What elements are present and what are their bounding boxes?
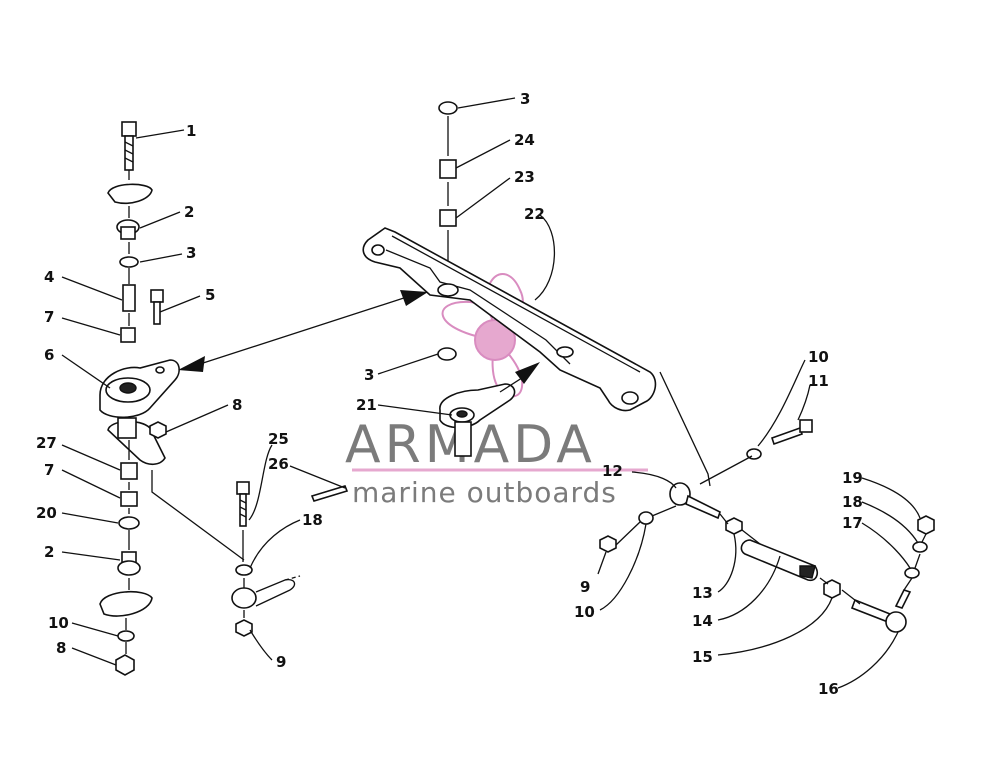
callout-4: 4: [44, 268, 54, 286]
callout-10: 10: [574, 603, 595, 621]
mount-part-6: [99, 359, 180, 466]
spacer-part-23: [439, 209, 457, 227]
callout-7: 7: [44, 461, 54, 479]
callout-18: 18: [302, 511, 323, 529]
callout-25: 25: [268, 430, 289, 448]
bushing-part-7-top: [120, 327, 136, 343]
washer-part-3-left: [119, 256, 139, 268]
washer-part-10-left: [117, 630, 135, 642]
lower-link-assembly: [151, 470, 349, 637]
callout-8: 8: [56, 639, 66, 657]
plate-top: [107, 183, 153, 205]
left-mount-assembly: [99, 121, 180, 676]
callout-16: 16: [818, 680, 839, 698]
callout-6: 6: [44, 346, 54, 364]
callout-23: 23: [514, 168, 535, 186]
callout-11: 11: [808, 372, 829, 390]
nut-part-8-upper: [149, 421, 167, 439]
callout-labels: 1 2 3 4 5 7 6 8 27 7 20 2 10 8 25 26 18 …: [36, 90, 863, 698]
washer-part-20: [118, 516, 140, 530]
mount-part-21: [439, 383, 516, 457]
callout-27: 27: [36, 434, 57, 452]
callout-7: 7: [44, 308, 54, 326]
callout-10: 10: [48, 614, 69, 632]
leader-lines: [61, 97, 921, 689]
callout-3: 3: [364, 366, 374, 384]
washer-part-10-right-low: [638, 511, 654, 525]
bolt-part-11: [770, 419, 813, 446]
steering-arm-assembly: [178, 101, 657, 457]
nut-part-8-lower: [115, 654, 135, 676]
callout-2: 2: [44, 543, 54, 561]
callout-22: 22: [524, 205, 545, 223]
callout-5: 5: [205, 286, 215, 304]
nut-part-15: [823, 579, 841, 599]
sleeve-part-4: [122, 284, 136, 312]
fitting-part-2-top: [116, 219, 140, 240]
callout-21: 21: [356, 396, 377, 414]
spacer-part-24: [439, 159, 457, 179]
nut-part-13: [725, 517, 743, 535]
bushing-part-27: [120, 462, 138, 480]
callout-2: 2: [184, 203, 194, 221]
callout-18: 18: [842, 493, 863, 511]
washer-part-3-top: [438, 101, 458, 115]
fitting-part-2-lower: [117, 551, 141, 576]
arrow-arm-to-left-mount: [178, 290, 428, 372]
washer-part-18-lower: [235, 564, 253, 576]
callout-19: 19: [842, 469, 863, 487]
bolt-part-25: [236, 481, 250, 527]
callout-10: 10: [808, 348, 829, 366]
callout-13: 13: [692, 584, 713, 602]
callout-15: 15: [692, 648, 713, 666]
washer-part-17: [904, 567, 920, 579]
callout-24: 24: [514, 131, 535, 149]
plate-lower: [99, 590, 153, 617]
callout-3: 3: [520, 90, 530, 108]
cotter-pin-part-26: [310, 485, 349, 502]
callout-8: 8: [232, 396, 242, 414]
washer-part-18-right: [912, 541, 928, 553]
callout-26: 26: [268, 455, 289, 473]
callout-17: 17: [842, 514, 863, 532]
rod-end-part-12: [669, 482, 721, 520]
callout-20: 20: [36, 504, 57, 522]
watermark-tagline: marine outboards: [352, 476, 617, 509]
callout-9: 9: [276, 653, 286, 671]
rod-end-part-16: [850, 589, 912, 633]
nut-part-19: [917, 515, 935, 535]
rod-end-lower: [231, 575, 301, 609]
callout-3: 3: [186, 244, 196, 262]
nut-part-9-lower: [235, 619, 253, 637]
callout-12: 12: [602, 462, 623, 480]
tie-rod-assembly: [599, 371, 935, 633]
washer-part-3-middle: [437, 347, 457, 361]
callout-1: 1: [186, 122, 196, 140]
bushing-part-7-lower: [120, 491, 138, 507]
callout-14: 14: [692, 612, 713, 630]
nut-part-9-right: [599, 535, 617, 553]
bolt-part-5: [150, 289, 164, 325]
bolt-part-1: [121, 121, 137, 171]
steering-arm-part-22: [362, 227, 657, 412]
callout-9: 9: [580, 578, 590, 596]
